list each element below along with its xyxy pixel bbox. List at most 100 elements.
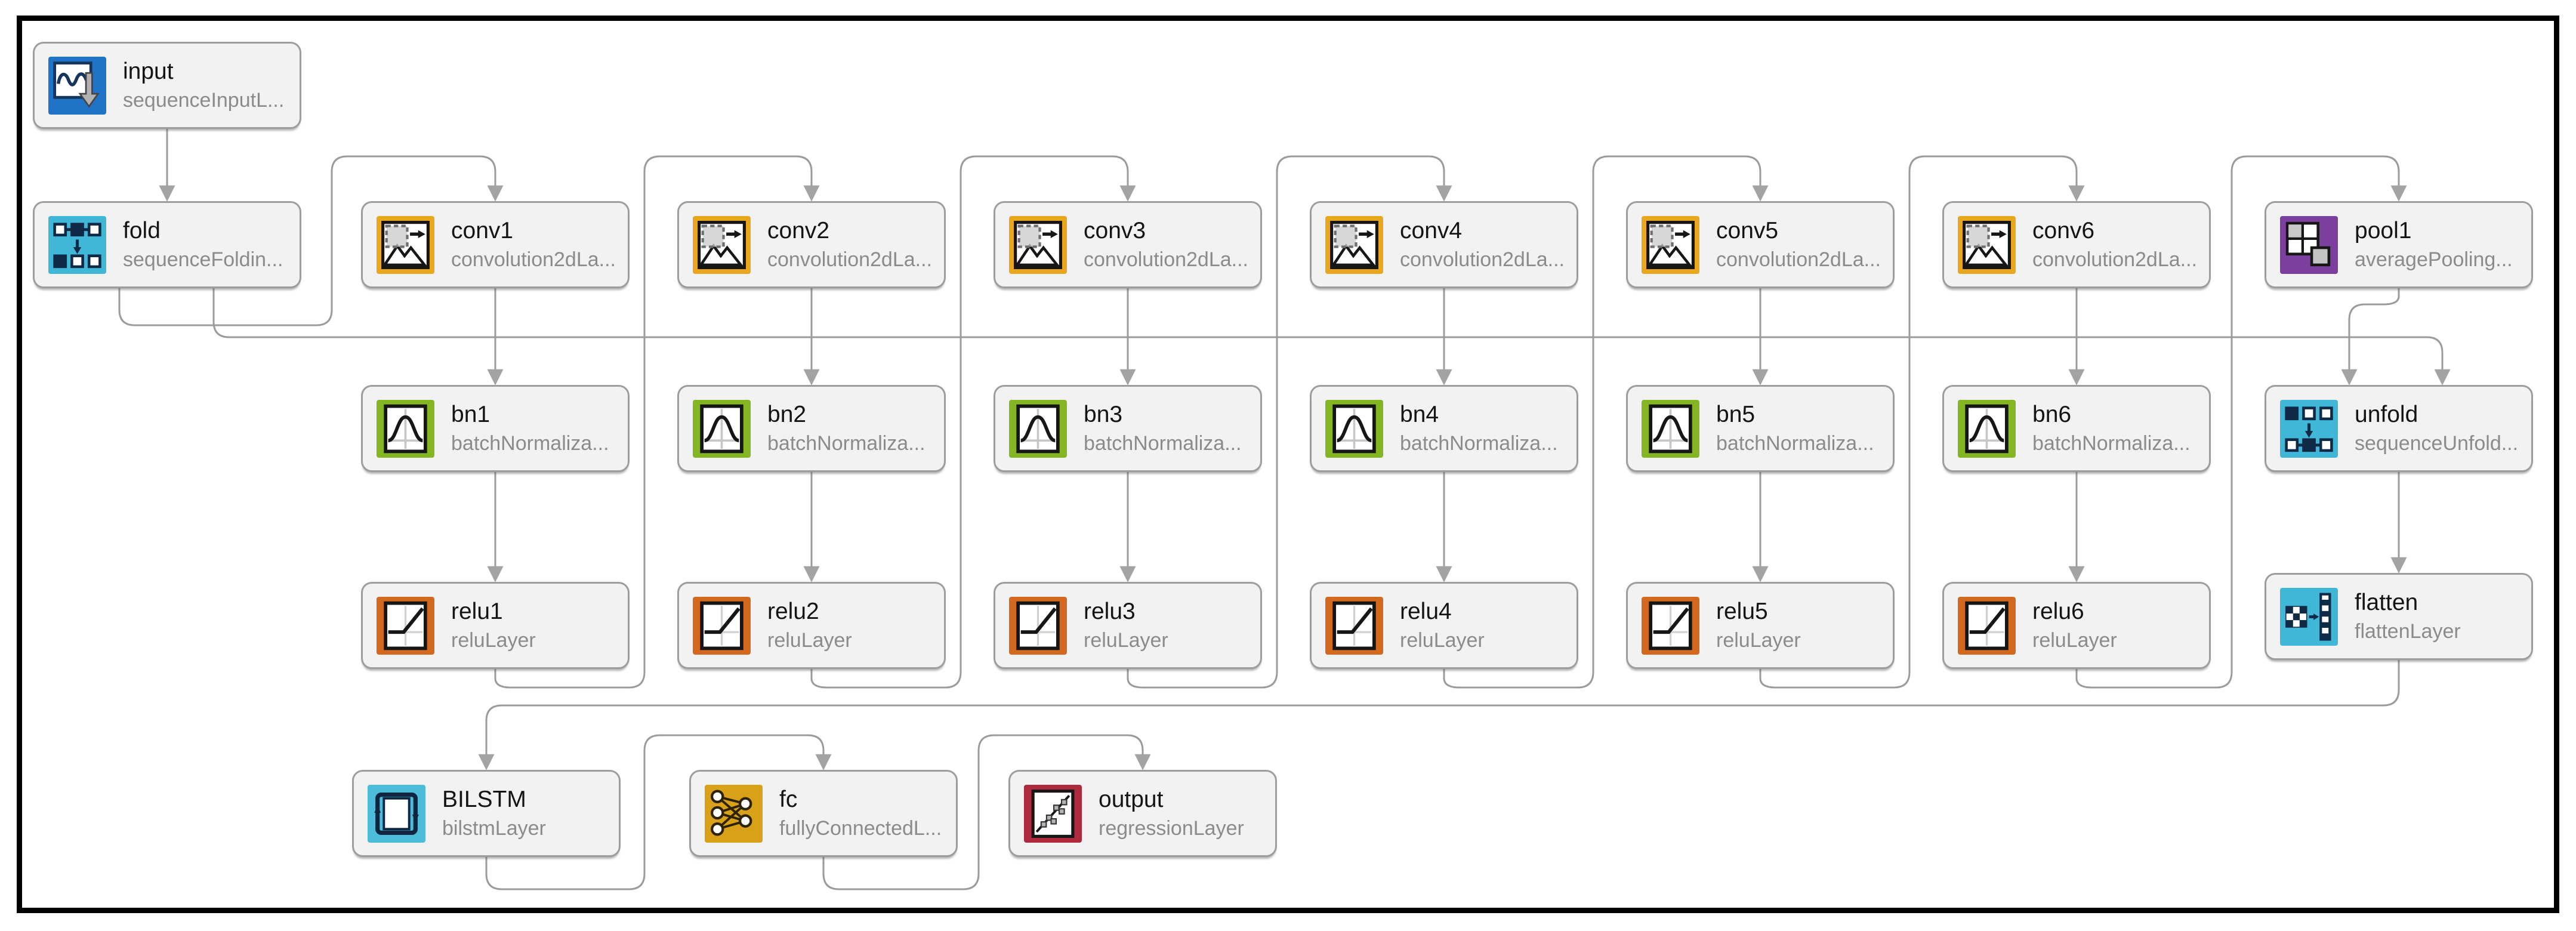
edge-fc-output: [822, 734, 1151, 890]
layer-node-pool1[interactable]: pool1 averagePooling...: [2265, 201, 2533, 288]
layer-node-BILSTM[interactable]: BILSTM bilstmLayer: [352, 770, 621, 857]
layer-name: relu6: [2032, 599, 2084, 624]
edge-fold-unfold: [212, 288, 2451, 386]
layer-name: conv5: [1716, 218, 1779, 243]
fully-connected-icon: [705, 784, 763, 843]
edge-relu4-conv5: [1443, 155, 1769, 689]
layer-name: flatten: [2355, 590, 2418, 615]
layer-type: sequenceFoldin...: [123, 248, 283, 271]
layer-type: convolution2dLa...: [1400, 248, 1565, 271]
edge-relu6-pool1: [2075, 155, 2407, 689]
layer-node-conv5[interactable]: conv5 convolution2dLa...: [1626, 201, 1895, 288]
layer-type: convolution2dLa...: [767, 248, 932, 271]
layer-name: relu3: [1084, 599, 1136, 624]
convolution-icon: [1009, 215, 1067, 274]
layer-type: regressionLayer: [1099, 816, 1244, 840]
batchnorm-icon: [1325, 399, 1383, 458]
figure-frame: [17, 16, 2559, 913]
layer-node-bn1[interactable]: bn1 batchNormaliza...: [361, 385, 630, 472]
layer-name: conv4: [1400, 218, 1463, 243]
layer-name: conv1: [451, 218, 514, 243]
edge-relu5-conv6: [1759, 155, 2085, 689]
layer-type: batchNormaliza...: [1716, 431, 1874, 455]
layer-type: reluLayer: [1400, 628, 1485, 652]
relu-icon: [693, 596, 751, 655]
layer-node-conv4[interactable]: conv4 convolution2dLa...: [1310, 201, 1578, 288]
relu-icon: [1325, 596, 1383, 655]
layer-type: reluLayer: [451, 628, 536, 652]
layer-type: batchNormaliza...: [1400, 431, 1558, 455]
layer-type: averagePooling...: [2355, 248, 2513, 271]
convolution-icon: [1325, 215, 1383, 274]
layer-name: conv3: [1084, 218, 1146, 243]
layer-type: batchNormaliza...: [2032, 431, 2191, 455]
relu-icon: [377, 596, 434, 655]
regression-icon: [1024, 784, 1082, 843]
layer-name: conv2: [767, 218, 830, 243]
flatten-icon: [2280, 587, 2338, 646]
batchnorm-icon: [1642, 399, 1699, 458]
layer-type: sequenceUnfold...: [2355, 431, 2519, 455]
layer-type: convolution2dLa...: [1716, 248, 1881, 271]
layer-name: bn1: [451, 402, 490, 427]
layer-type: batchNormaliza...: [767, 431, 925, 455]
batchnorm-icon: [377, 399, 434, 458]
batchnorm-icon: [1009, 399, 1067, 458]
relu-icon: [1642, 596, 1699, 655]
layer-name: BILSTM: [442, 787, 526, 812]
edge-relu3-conv4: [1127, 155, 1452, 689]
layer-type: bilstmLayer: [442, 816, 546, 840]
layer-node-output[interactable]: output regressionLayer: [1008, 770, 1277, 857]
sequence-unfold-icon: [2280, 399, 2338, 458]
layer-type: reluLayer: [1716, 628, 1801, 652]
layer-name: relu1: [451, 599, 503, 624]
layer-type: reluLayer: [767, 628, 852, 652]
layer-node-relu1[interactable]: relu1 reluLayer: [361, 582, 630, 669]
layer-name: bn2: [767, 402, 807, 427]
sequence-input-icon: [48, 56, 106, 115]
layer-name: bn4: [1400, 402, 1439, 427]
layer-type: batchNormaliza...: [451, 431, 609, 455]
edge-flatten-BILSTM: [478, 660, 2400, 770]
layer-node-conv2[interactable]: conv2 convolution2dLa...: [677, 201, 946, 288]
batchnorm-icon: [693, 399, 751, 458]
layer-node-bn3[interactable]: bn3 batchNormaliza...: [994, 385, 1262, 472]
edge-fold-conv1: [118, 155, 504, 326]
relu-icon: [1009, 596, 1067, 655]
layer-name: bn3: [1084, 402, 1123, 427]
layer-node-relu3[interactable]: relu3 reluLayer: [994, 582, 1262, 669]
edge-relu2-conv3: [810, 155, 1136, 689]
relu-icon: [1958, 596, 2016, 655]
layer-type: reluLayer: [1084, 628, 1168, 652]
convolution-icon: [693, 215, 751, 274]
layer-type: sequenceInputL...: [123, 88, 285, 112]
edge-pool1-unfold: [2341, 288, 2400, 386]
layer-type: convolution2dLa...: [2032, 248, 2197, 271]
layer-node-bn4[interactable]: bn4 batchNormaliza...: [1310, 385, 1578, 472]
layer-node-relu6[interactable]: relu6 reluLayer: [1942, 582, 2211, 669]
layer-name: pool1: [2355, 218, 2412, 243]
layer-node-bn2[interactable]: bn2 batchNormaliza...: [677, 385, 946, 472]
sequence-fold-icon: [48, 215, 106, 274]
layer-name: output: [1099, 787, 1164, 812]
layer-type: batchNormaliza...: [1084, 431, 1242, 455]
bilstm-icon: [368, 784, 425, 843]
edge-relu1-conv2: [494, 155, 820, 689]
convolution-icon: [1642, 215, 1699, 274]
layer-type: reluLayer: [2032, 628, 2117, 652]
